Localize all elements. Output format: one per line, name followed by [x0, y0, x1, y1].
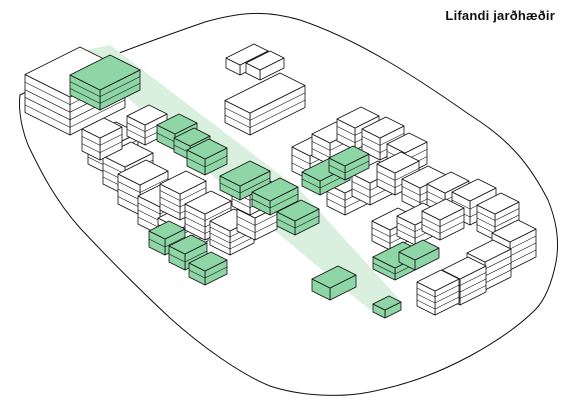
diagram-title: Lifandi jarðhæðir: [0, 8, 555, 23]
